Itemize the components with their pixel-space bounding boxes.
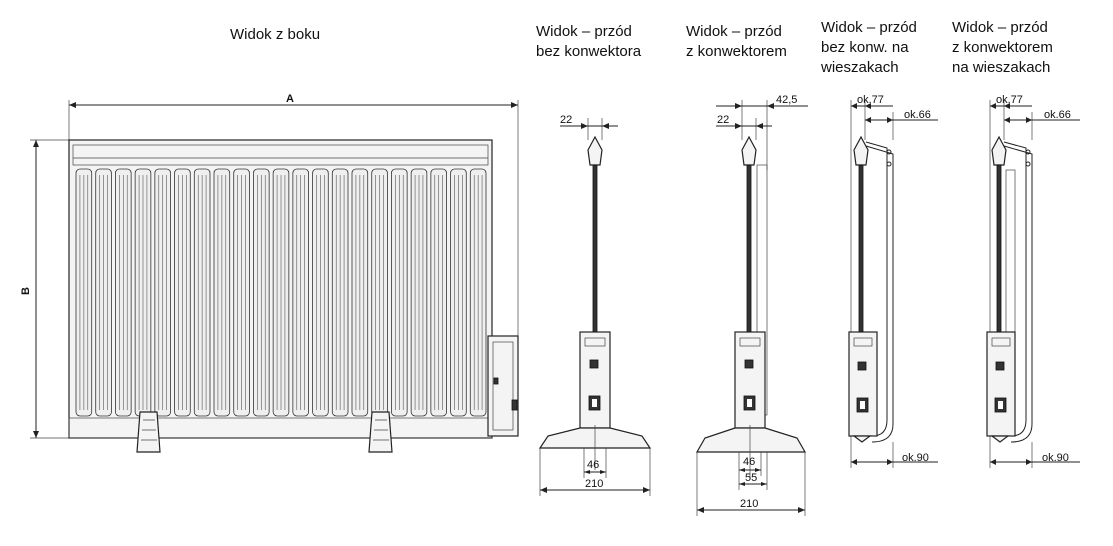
front-view-4-drawing (986, 100, 1080, 468)
f4-top-left-dim: ok.77 (996, 94, 1023, 106)
title-front-view-2: Widok – przód z konwektorem (686, 23, 787, 60)
front-view-3-drawing (848, 100, 938, 468)
side-view-drawing (30, 100, 519, 453)
f2-base-inner-dim: 46 (743, 456, 756, 468)
f3-top-right-dim: ok.66 (904, 109, 931, 121)
f3-bottom-dim: ok.90 (902, 452, 929, 464)
front-view-2-drawing (695, 100, 808, 516)
f1-base-outer-dim: 210 (585, 478, 604, 490)
f1-base-inner-dim: 46 (587, 459, 600, 471)
title-side-view: Widok z boku (230, 26, 321, 43)
f4-top-right-dim: ok.66 (1044, 109, 1071, 121)
dim-a-label: A (286, 93, 294, 105)
title-front-view-4: Widok – przód z konwektorem na wieszakac… (952, 19, 1053, 76)
f4-bottom-dim: ok.90 (1042, 452, 1069, 464)
f1-top-dim: 22 (560, 114, 573, 126)
f2-base-outer-dim: 210 (740, 498, 759, 510)
front-view-1-drawing (538, 118, 652, 496)
title-front-view-1: Widok – przód bez konwektora (536, 23, 642, 60)
f2-top-right-dim: 42,5 (776, 94, 798, 106)
f2-top-left-dim: 22 (717, 114, 730, 126)
title-front-view-3: Widok – przód bez konw. na wieszakach (821, 19, 917, 76)
f3-top-left-dim: ok.77 (857, 94, 884, 106)
dim-b-label: B (19, 287, 32, 295)
f2-base-mid-dim: 55 (745, 472, 758, 484)
